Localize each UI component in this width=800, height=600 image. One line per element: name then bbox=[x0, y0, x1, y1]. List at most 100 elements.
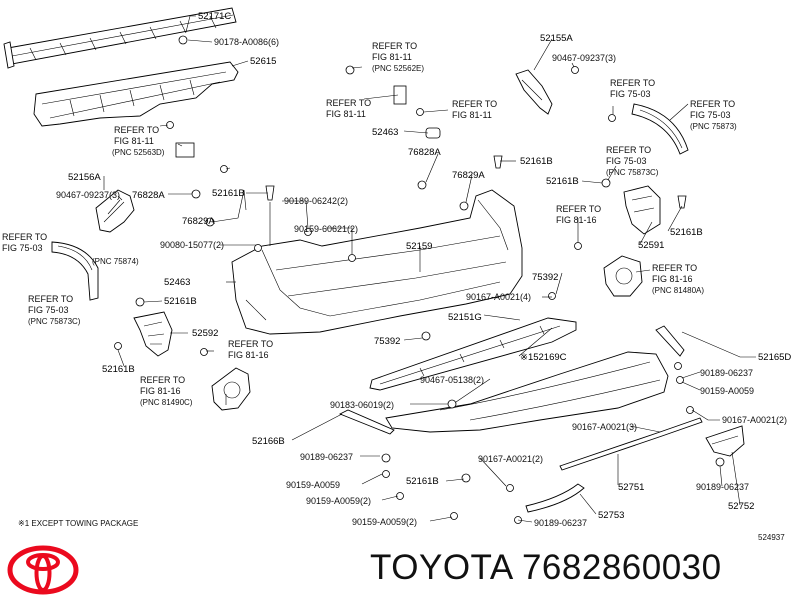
label-76829a: 76829A bbox=[182, 216, 215, 227]
toyota-logo-icon bbox=[7, 545, 79, 595]
label-52171c: 52171C bbox=[198, 11, 231, 22]
part-bracket-52155a bbox=[515, 69, 553, 115]
label-90467-09237: 90467-09237(3) bbox=[56, 190, 120, 200]
label-90189-06242: 90189-06242(2) bbox=[284, 196, 348, 206]
label-refer-to: REFER TO bbox=[606, 145, 651, 155]
label-90080-15077: 90080-15077(2) bbox=[160, 240, 224, 250]
label-pnc-ref: (PNC 81490C) bbox=[140, 398, 193, 407]
part-side-strip-52166b bbox=[338, 409, 395, 435]
label-pnc-ref: (PNC 75874) bbox=[92, 257, 139, 266]
part-liner-75874 bbox=[51, 241, 99, 301]
label-fig-ref: FIG 81-11 bbox=[452, 110, 492, 120]
label-90167-a0021: 90167-A0021(4) bbox=[466, 292, 531, 302]
label-fig-ref: FIG 81-16 bbox=[228, 350, 269, 360]
label-52156a: 52156A bbox=[68, 172, 101, 183]
label-90159-a0059: 90159-A0059 bbox=[700, 386, 754, 396]
label-fig-ref: FIG 81-11 bbox=[326, 109, 366, 119]
label-90159-a0059: 90159-A0059(2) bbox=[306, 496, 371, 506]
label-refer-to: REFER TO bbox=[372, 41, 417, 51]
label-refer-to: REFER TO bbox=[452, 99, 497, 109]
label-52463: 52463 bbox=[164, 277, 190, 288]
label-52166b: 52166B bbox=[252, 436, 285, 447]
label-90159-a0059: 90159-A0059 bbox=[286, 480, 340, 490]
label-90167-a0021: 90167-A0021(2) bbox=[478, 454, 543, 464]
label-90167-a0021: 90167-A0021(2) bbox=[722, 415, 787, 425]
label-90189-06237: 90189-06237 bbox=[300, 452, 353, 462]
label-refer-to: REFER TO bbox=[228, 339, 273, 349]
label-52161b: 52161B bbox=[670, 227, 703, 238]
label-90467-09237: 90467-09237(3) bbox=[552, 53, 616, 63]
label-90183-06019: 90183-06019(2) bbox=[330, 400, 394, 410]
part-retainer-52592 bbox=[133, 311, 173, 357]
label-fig-ref: FIG 81-16 bbox=[556, 215, 597, 225]
label-refer-to: REFER TO bbox=[28, 294, 73, 304]
brand-part-number: TOYOTA 7682860030 bbox=[370, 548, 722, 587]
label-fig-ref: FIG 75-03 bbox=[28, 305, 69, 315]
part-reflector-81490c bbox=[211, 367, 251, 411]
label-90178-a0086: 90178-A0086(6) bbox=[214, 37, 279, 47]
label-fig-ref: FIG 81-16 bbox=[140, 386, 181, 396]
label-52592: 52592 bbox=[192, 328, 218, 339]
label-90159-a0059: 90159-A0059(2) bbox=[352, 517, 417, 527]
label-90167-a0021: 90167-A0021(3) bbox=[572, 422, 637, 432]
label-refer-to: REFER TO bbox=[556, 204, 601, 214]
label-52752: 52752 bbox=[728, 501, 754, 512]
label-refer-to: REFER TO bbox=[652, 263, 697, 273]
label-52161b: 52161B bbox=[164, 296, 197, 307]
diagram-code: 524937 bbox=[758, 533, 785, 542]
part-lower-cover-52169c bbox=[385, 351, 669, 433]
label-refer-to: REFER TO bbox=[114, 125, 159, 135]
label-52463: 52463 bbox=[372, 127, 398, 138]
label-fig-ref: FIG 81-11 bbox=[372, 52, 412, 62]
label-fig-ref: FIG 81-16 bbox=[652, 274, 693, 284]
label-90189-06237: 90189-06237 bbox=[696, 482, 749, 492]
part-reflector-81480a bbox=[603, 255, 643, 297]
label-pnc-ref: (PNC 75873C) bbox=[28, 317, 81, 326]
label-fig-ref: FIG 75-03 bbox=[610, 89, 651, 99]
label-52159: 52159 bbox=[406, 241, 432, 252]
label-52591: 52591 bbox=[638, 240, 664, 251]
label-pnc-ref: (PNC 81480A) bbox=[652, 286, 704, 295]
label-refer-to: REFER TO bbox=[2, 232, 47, 242]
label-76828a: 76828A bbox=[132, 190, 165, 201]
part-clips bbox=[114, 35, 725, 524]
label-refer-to: REFER TO bbox=[610, 78, 655, 88]
part-protector-52753 bbox=[525, 483, 585, 513]
part-bracket-52752 bbox=[705, 425, 745, 457]
label-76828a: 76828A bbox=[408, 147, 441, 158]
label-pnc-ref: (PNC 52563D) bbox=[112, 148, 165, 157]
part-bumper-cover-52159 bbox=[231, 189, 523, 335]
part-labels: 52171C 90178-A0086(6) 52615 REFER TO FIG… bbox=[2, 11, 791, 542]
label-90467-05138: 90467-05138(2) bbox=[420, 375, 484, 385]
leader-lines bbox=[103, 15, 756, 523]
part-absorber-52615 bbox=[33, 61, 239, 127]
label-fig-ref: FIG 75-03 bbox=[690, 110, 731, 120]
label-52161b: 52161B bbox=[546, 176, 579, 187]
label-52161b: 52161B bbox=[406, 476, 439, 487]
label-90189-06237: 90189-06237 bbox=[534, 518, 587, 528]
label-75392: 75392 bbox=[532, 272, 558, 283]
label-pnc-ref: (PNC 75873C) bbox=[606, 168, 659, 177]
label-76829a: 76829A bbox=[452, 170, 485, 181]
label-90189-06237: 90189-06237 bbox=[700, 368, 753, 378]
part-retainer-52591 bbox=[623, 185, 661, 235]
label-52151g: 52151G bbox=[448, 312, 482, 323]
part-reinforcement-52171c bbox=[3, 7, 237, 69]
label-52155a: 52155A bbox=[540, 33, 573, 44]
label-52751: 52751 bbox=[618, 482, 644, 493]
label-52165d: 52165D bbox=[758, 352, 791, 363]
label-pnc-ref: (PNC 52562E) bbox=[372, 64, 424, 73]
footnote: ※1 EXCEPT TOWING PACKAGE bbox=[18, 519, 138, 528]
part-step-pad-52151g bbox=[369, 317, 577, 391]
label-75392: 75392 bbox=[374, 336, 400, 347]
part-bracket-52156a bbox=[95, 189, 135, 233]
part-moulding-52165d bbox=[655, 325, 685, 357]
label-fig-ref: FIG 75-03 bbox=[606, 156, 647, 166]
label-52615: 52615 bbox=[250, 56, 276, 67]
label-refer-to: REFER TO bbox=[326, 98, 371, 108]
label-refer-to: REFER TO bbox=[140, 375, 185, 385]
part-liner-75873 bbox=[631, 103, 689, 155]
label-52161b: 52161B bbox=[212, 188, 245, 199]
